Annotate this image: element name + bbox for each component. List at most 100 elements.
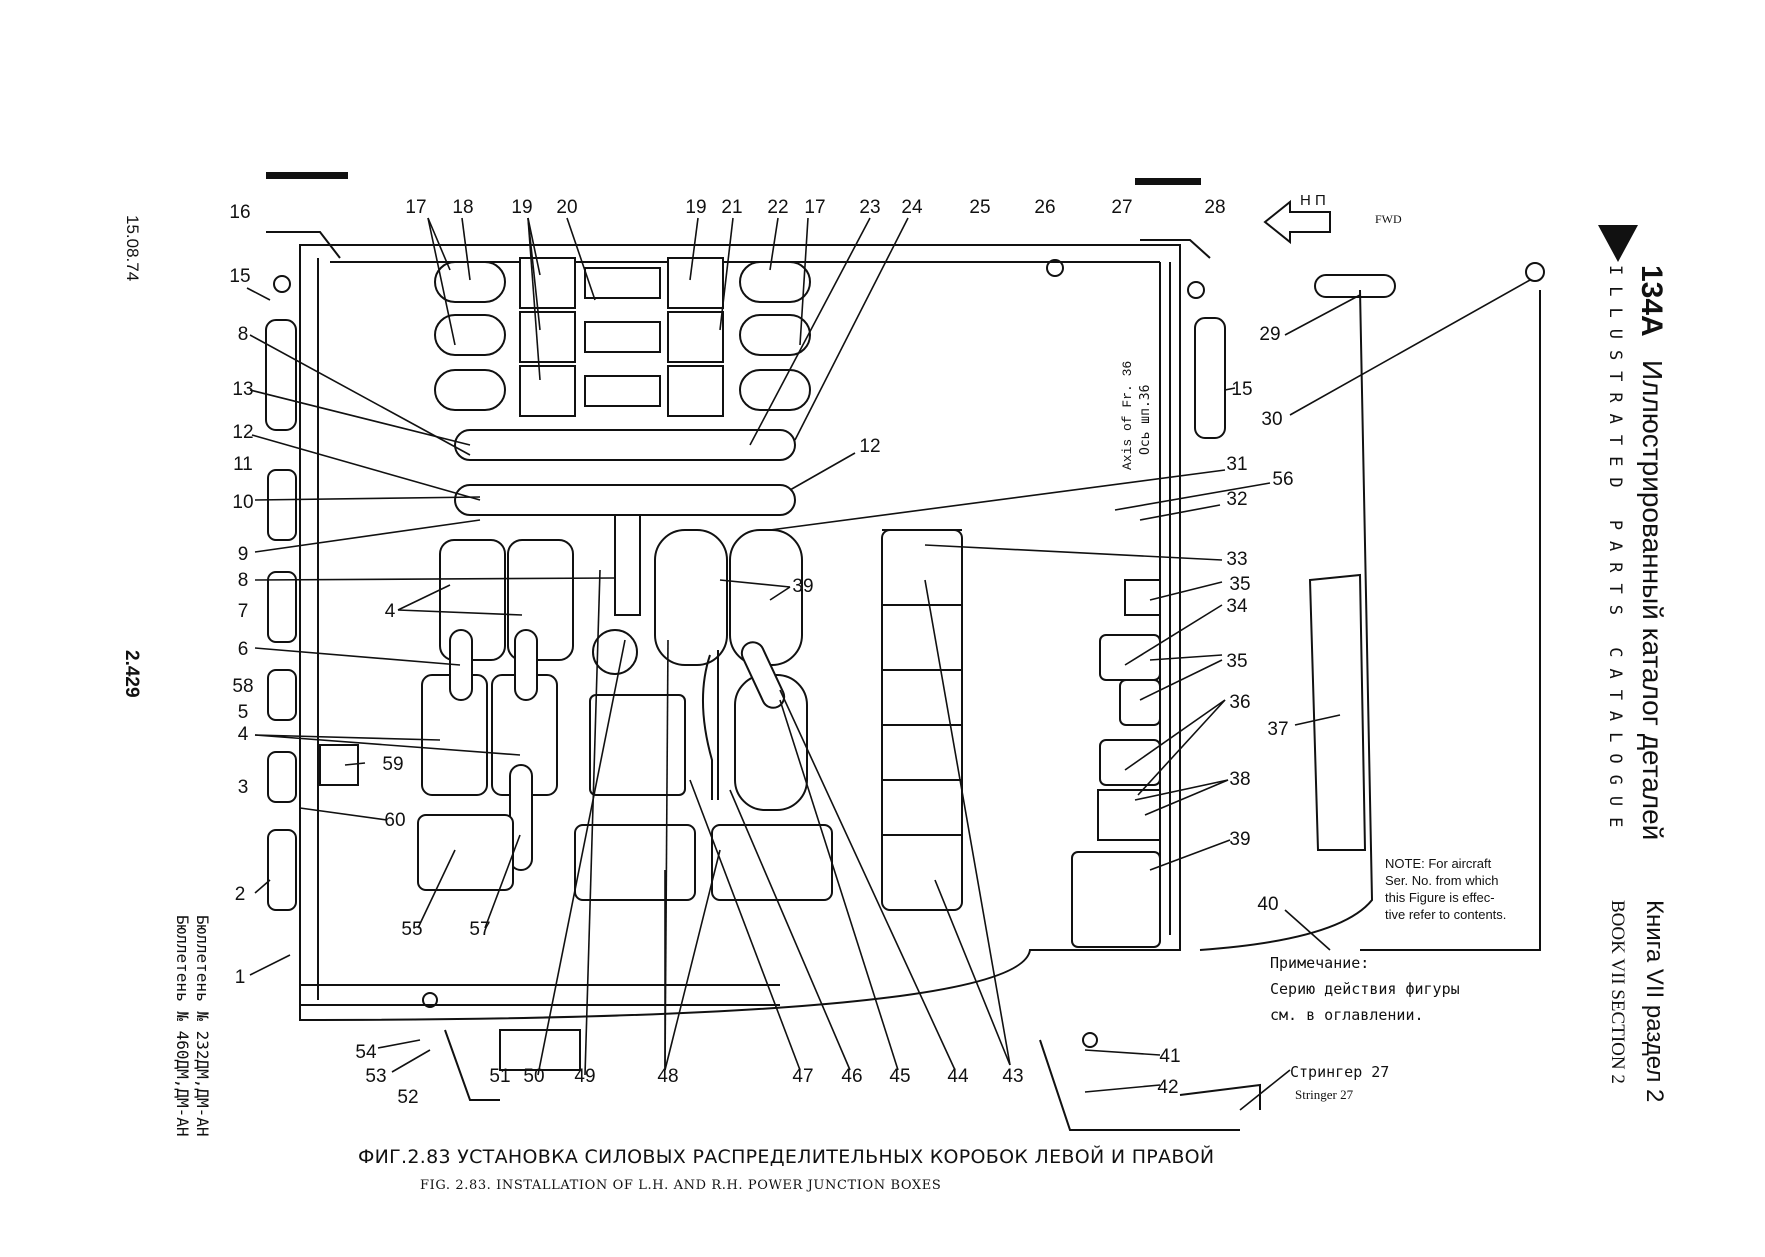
callout: 17 bbox=[804, 197, 825, 218]
catalogue-title-en: ILLUSTRATED PARTS CATALOGUE bbox=[1605, 265, 1625, 839]
callout: 4 bbox=[238, 724, 249, 745]
callout: 47 bbox=[792, 1066, 813, 1087]
callout: 3 bbox=[238, 777, 249, 798]
stringer-label-ru: Стрингер 27 bbox=[1290, 1063, 1390, 1081]
note-en: NOTE: For aircraft Ser. No. from which t… bbox=[1385, 856, 1507, 922]
callout: 10 bbox=[232, 492, 253, 513]
callout: 9 bbox=[238, 544, 249, 565]
callout: 58 bbox=[232, 676, 253, 697]
top-bar-left bbox=[266, 172, 348, 179]
note-ru: Примечание: Серию действия фигуры см. в … bbox=[1270, 950, 1460, 1028]
callout: 33 bbox=[1226, 549, 1247, 570]
callout: 36 bbox=[1229, 692, 1250, 713]
callout: 57 bbox=[469, 919, 490, 940]
callout: 24 bbox=[901, 197, 923, 218]
callout: 44 bbox=[947, 1066, 969, 1087]
bulletin-line-1: Бюллетень № 232ДМ,ДМ-АН bbox=[193, 915, 212, 1137]
callout: 1 bbox=[235, 967, 246, 988]
book-code: 134A bbox=[1635, 265, 1668, 337]
callout: 2 bbox=[235, 884, 246, 905]
callout: 20 bbox=[556, 197, 577, 218]
left-blocks bbox=[417, 539, 833, 901]
fwd-arrow-icon bbox=[1263, 199, 1331, 245]
callout: 4 bbox=[385, 601, 396, 622]
frame-axis-label-ru: Ось шп.36 bbox=[1138, 384, 1153, 455]
callout: 48 bbox=[657, 1066, 678, 1087]
callout: 8 bbox=[238, 570, 249, 591]
catalogue-title-ru: Иллюстрированный каталог деталей bbox=[1637, 360, 1668, 841]
bulletin-line-2: Бюллетень № 460ДМ,ДМ-АН bbox=[173, 915, 192, 1137]
callout: 23 bbox=[859, 197, 880, 218]
callout: 13 bbox=[232, 379, 253, 400]
callout: 55 bbox=[401, 919, 422, 940]
callout: 38 bbox=[1229, 769, 1250, 790]
callout: 5 bbox=[238, 702, 249, 723]
callout: 26 bbox=[1034, 197, 1055, 218]
callout: 12 bbox=[859, 436, 880, 457]
callout: 39 bbox=[792, 576, 813, 597]
callout: 52 bbox=[397, 1087, 418, 1108]
frame-axis-label-en: Axis of Fr. 36 bbox=[1120, 360, 1135, 470]
callout: 15 bbox=[229, 266, 250, 287]
center-blocks bbox=[592, 529, 963, 911]
callout: 50 bbox=[523, 1066, 544, 1087]
callout: 43 bbox=[1002, 1066, 1023, 1087]
callout: 35 bbox=[1229, 574, 1250, 595]
callout: 25 bbox=[969, 197, 990, 218]
callout: 27 bbox=[1111, 197, 1132, 218]
callout: 29 bbox=[1259, 324, 1280, 345]
callout: 41 bbox=[1159, 1046, 1180, 1067]
direction-label-en: FWD bbox=[1375, 212, 1402, 226]
callout: 59 bbox=[382, 754, 403, 775]
callout: 6 bbox=[238, 639, 249, 660]
callout: 18 bbox=[452, 197, 473, 218]
callout: 8 bbox=[238, 324, 249, 345]
callout: 45 bbox=[889, 1066, 910, 1087]
callout: 34 bbox=[1226, 596, 1248, 617]
fuse-rows bbox=[434, 257, 811, 616]
callout: 16 bbox=[229, 202, 250, 223]
callout: 46 bbox=[841, 1066, 862, 1087]
callout: 22 bbox=[767, 197, 788, 218]
callout: 28 bbox=[1204, 197, 1225, 218]
callout: 11 bbox=[233, 454, 253, 475]
callout: 35 bbox=[1226, 651, 1247, 672]
book-logo-icon bbox=[1598, 225, 1638, 262]
right-blocks bbox=[1071, 262, 1545, 951]
figure-caption-ru: ФИГ.2.83 УСТАНОВКА СИЛОВЫХ РАСПРЕДЕЛИТЕЛ… bbox=[358, 1146, 1215, 1168]
note-ru-line: Серию действия фигуры bbox=[1270, 980, 1460, 998]
leader-lines bbox=[246, 217, 1531, 1111]
callout: 53 bbox=[365, 1066, 386, 1087]
book-section-ru: Книга VII раздел 2 bbox=[1641, 900, 1668, 1103]
callout: 30 bbox=[1261, 409, 1282, 430]
callout: 56 bbox=[1272, 469, 1293, 490]
callout: 19 bbox=[685, 197, 706, 218]
callout: 37 bbox=[1267, 719, 1288, 740]
callout: 54 bbox=[355, 1042, 377, 1063]
note-ru-line: Примечание: bbox=[1270, 954, 1370, 972]
callout: 32 bbox=[1226, 489, 1247, 510]
callout: 31 bbox=[1226, 454, 1247, 475]
stringer-label-en: Stringer 27 bbox=[1295, 1087, 1354, 1102]
top-bar-right bbox=[1135, 178, 1201, 185]
callout: 49 bbox=[574, 1066, 595, 1087]
callout: 39 bbox=[1229, 829, 1250, 850]
callout: 19 bbox=[511, 197, 532, 218]
callout: 40 bbox=[1257, 894, 1278, 915]
figure-caption-en: FIG. 2.83. INSTALLATION OF L.H. AND R.H.… bbox=[420, 1178, 942, 1193]
callout: 15 bbox=[1231, 379, 1252, 400]
callout: 51 bbox=[489, 1066, 510, 1087]
direction-label-ru: Н П bbox=[1300, 192, 1326, 209]
book-section-en: BOOK VII SECTION 2 bbox=[1607, 900, 1628, 1084]
callout: 17 bbox=[405, 197, 426, 218]
callout-labels: 17 18 19 20 19 21 22 17 23 24 25 26 27 2… bbox=[229, 197, 1293, 1108]
callout: 42 bbox=[1157, 1077, 1178, 1098]
note-ru-line: см. в оглавлении. bbox=[1270, 1006, 1424, 1024]
callout: 7 bbox=[238, 601, 249, 622]
date-stamp: 15.08.74 bbox=[123, 215, 142, 282]
callout: 60 bbox=[384, 810, 405, 831]
callout: 21 bbox=[721, 197, 742, 218]
page-number: 2.429 bbox=[121, 650, 142, 698]
callout: 12 bbox=[232, 422, 253, 443]
